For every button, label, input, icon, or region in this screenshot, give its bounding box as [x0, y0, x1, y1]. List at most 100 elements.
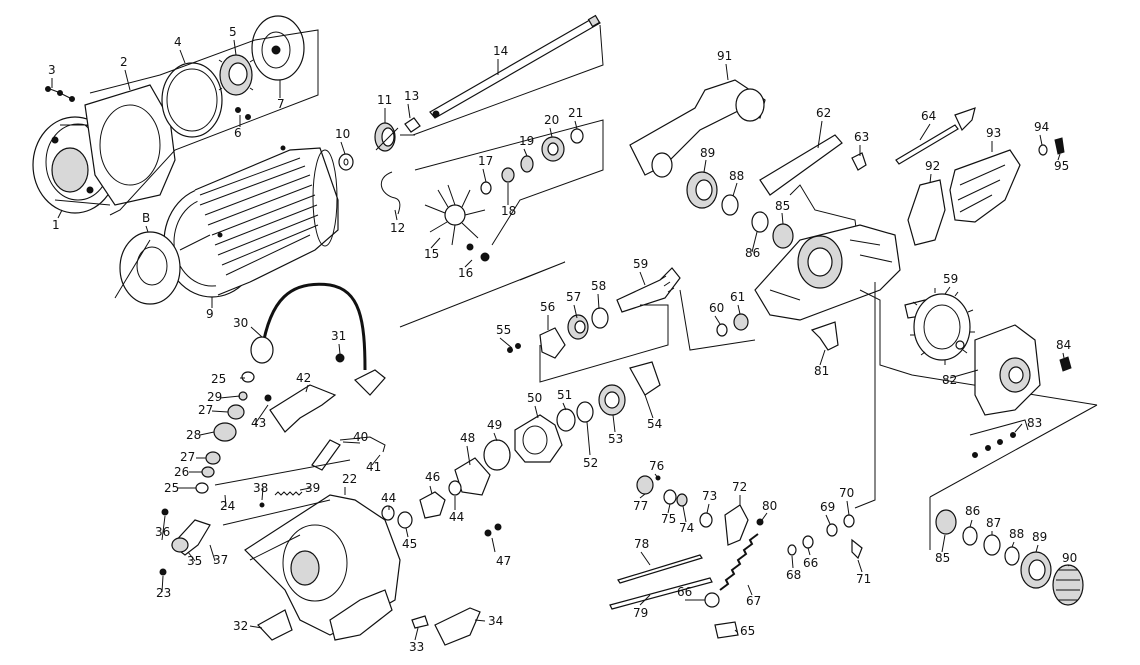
callout-85b: 85: [935, 551, 950, 565]
callout-32: 32: [233, 619, 248, 633]
cover-32-part: [257, 609, 293, 641]
callout-46: 46: [425, 470, 440, 484]
callout-13: 13: [404, 89, 419, 103]
callout-72: 72: [732, 480, 747, 494]
callout-25a: 25: [211, 372, 226, 386]
roller-28-part: [213, 422, 237, 442]
cover-92-part: [907, 179, 946, 246]
callout-71: 71: [856, 572, 871, 586]
handle-group: [629, 79, 1098, 406]
washer-70-part: [843, 514, 855, 528]
callout-1: 1: [52, 218, 60, 232]
bearing-74-part: [676, 493, 688, 507]
bail-wire-30-part: [260, 282, 367, 371]
spool-group: [32, 15, 339, 305]
washer-88b-part: [1004, 546, 1020, 566]
callout-19: 19: [519, 134, 534, 148]
callout-92: 92: [925, 159, 940, 173]
leader-lines: [51, 39, 1070, 641]
screw-47-part: [484, 529, 492, 537]
cap-90-part: [1052, 564, 1084, 606]
washer-10-part: [338, 153, 354, 171]
spool-body-part: [163, 145, 339, 298]
bushing-75-part: [663, 489, 677, 505]
callout-80: 80: [762, 499, 777, 513]
pinion-group: [381, 267, 681, 537]
gear-66-part: [704, 592, 720, 608]
bushing-11-part: [374, 122, 399, 152]
callout-66b: 66: [803, 556, 818, 570]
callout-90: 90: [1062, 551, 1077, 565]
callout-85a: 85: [775, 199, 790, 213]
callout-63: 63: [854, 130, 869, 144]
callout-51: 51: [557, 388, 572, 402]
callout-55: 55: [496, 323, 511, 337]
callout-52: 52: [583, 456, 598, 470]
washer-17-part: [480, 181, 492, 195]
washer-66b-part: [802, 535, 814, 549]
spring-wire-12-part: [381, 171, 401, 215]
washer-25b-part: [195, 482, 209, 494]
callout-91: 91: [717, 49, 732, 63]
callout-22: 22: [342, 472, 357, 486]
spool-disc-part: [251, 15, 305, 81]
ring-part: [161, 62, 223, 138]
washer-94-part: [1038, 144, 1048, 156]
rotor-15-part: [424, 184, 486, 246]
callout-60: 60: [709, 301, 724, 315]
callout-82: 82: [942, 373, 957, 387]
drive-gear-group: [904, 288, 1072, 458]
callout-14: 14: [493, 44, 508, 58]
callout-58: 58: [591, 279, 606, 293]
callout-59a: 59: [633, 257, 648, 271]
bracket-65-part: [714, 621, 739, 639]
washer-18-part: [501, 167, 515, 183]
washer-b-part: [114, 231, 211, 305]
callout-62: 62: [816, 106, 831, 120]
callout-61: 61: [730, 290, 745, 304]
bearing-85b-part: [935, 509, 957, 535]
retainer-56-part: [539, 327, 566, 359]
callout-50: 50: [527, 391, 542, 405]
callout-75: 75: [661, 512, 676, 526]
callout-18: 18: [501, 204, 516, 218]
click-gear-part: [218, 54, 254, 96]
callout-11: 11: [377, 93, 392, 107]
washer-44a-part: [448, 480, 462, 496]
callout-69: 69: [820, 500, 835, 514]
callout-27a: 27: [198, 403, 213, 417]
callout-56: 56: [540, 300, 555, 314]
callout-86b: 86: [965, 504, 980, 518]
callout-41: 41: [366, 460, 381, 474]
collar-21-part: [570, 128, 584, 144]
callout-83: 83: [1027, 416, 1042, 430]
callout-37: 37: [213, 553, 228, 567]
screw-16-part: [480, 252, 490, 262]
callout-3: 3: [48, 63, 56, 77]
clip-63-part: [851, 152, 867, 171]
callout-31: 31: [331, 329, 346, 343]
callout-68: 68: [786, 568, 801, 582]
washer-29-part: [238, 391, 248, 401]
callout-54: 54: [647, 417, 662, 431]
clip-52-part: [576, 401, 594, 423]
callout-9: 9: [206, 307, 214, 321]
callout-67: 67: [746, 594, 761, 608]
callout-27b: 27: [180, 450, 195, 464]
callout-26: 26: [174, 465, 189, 479]
callout-16: 16: [458, 266, 473, 280]
spool-bracket-line: [89, 29, 319, 216]
slider-72-part: [724, 504, 749, 546]
washer-26-part: [201, 466, 215, 478]
roller-77-part: [636, 475, 654, 495]
drive-gear-part: [913, 293, 971, 361]
main-shaft-group: [338, 14, 604, 262]
callout-7: 7: [277, 97, 285, 111]
callout-20: 20: [544, 113, 559, 127]
callout-39: 39: [305, 481, 320, 495]
cover-93-part: [949, 149, 1021, 223]
stem-62-part: [759, 134, 843, 196]
callout-70: 70: [839, 486, 854, 500]
screw-95-part: [1054, 137, 1065, 155]
lever-40-part: [311, 439, 341, 471]
